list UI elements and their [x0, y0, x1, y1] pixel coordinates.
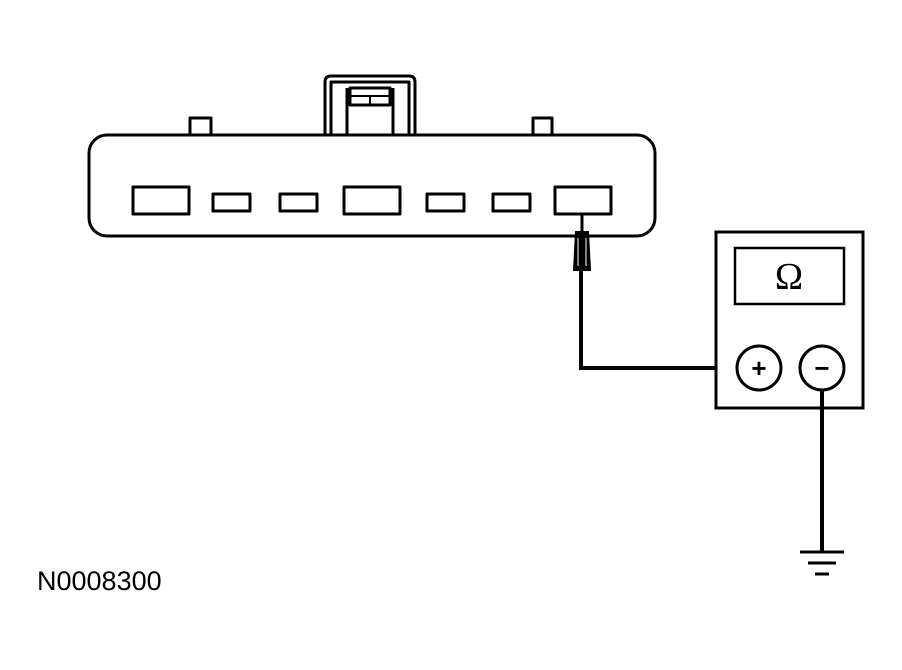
connector-locking-tab	[323, 74, 417, 137]
ohmmeter-display	[733, 246, 846, 306]
negative-terminal-label: −	[814, 353, 829, 383]
connector-pin-cavity	[491, 192, 532, 213]
figure-reference-code: N0008300	[37, 566, 162, 596]
ohm-symbol: Ω	[775, 256, 803, 298]
connector-pin-cavity	[131, 185, 191, 216]
ohmmeter: Ω + −	[714, 230, 865, 410]
connector-pin-cavity	[342, 185, 402, 216]
connector-pin-cavity	[425, 192, 466, 213]
positive-terminal	[735, 344, 783, 392]
connector-pin-cavity	[211, 192, 252, 213]
positive-terminal-label: +	[751, 353, 766, 383]
positive-test-lead	[579, 270, 737, 370]
ground-icon	[800, 550, 844, 576]
connector-latch-left	[188, 116, 213, 137]
connector-latch-right	[531, 116, 554, 137]
electrical-connector	[87, 74, 657, 238]
test-probe	[572, 213, 592, 271]
connector-pin-cavity	[278, 192, 319, 213]
